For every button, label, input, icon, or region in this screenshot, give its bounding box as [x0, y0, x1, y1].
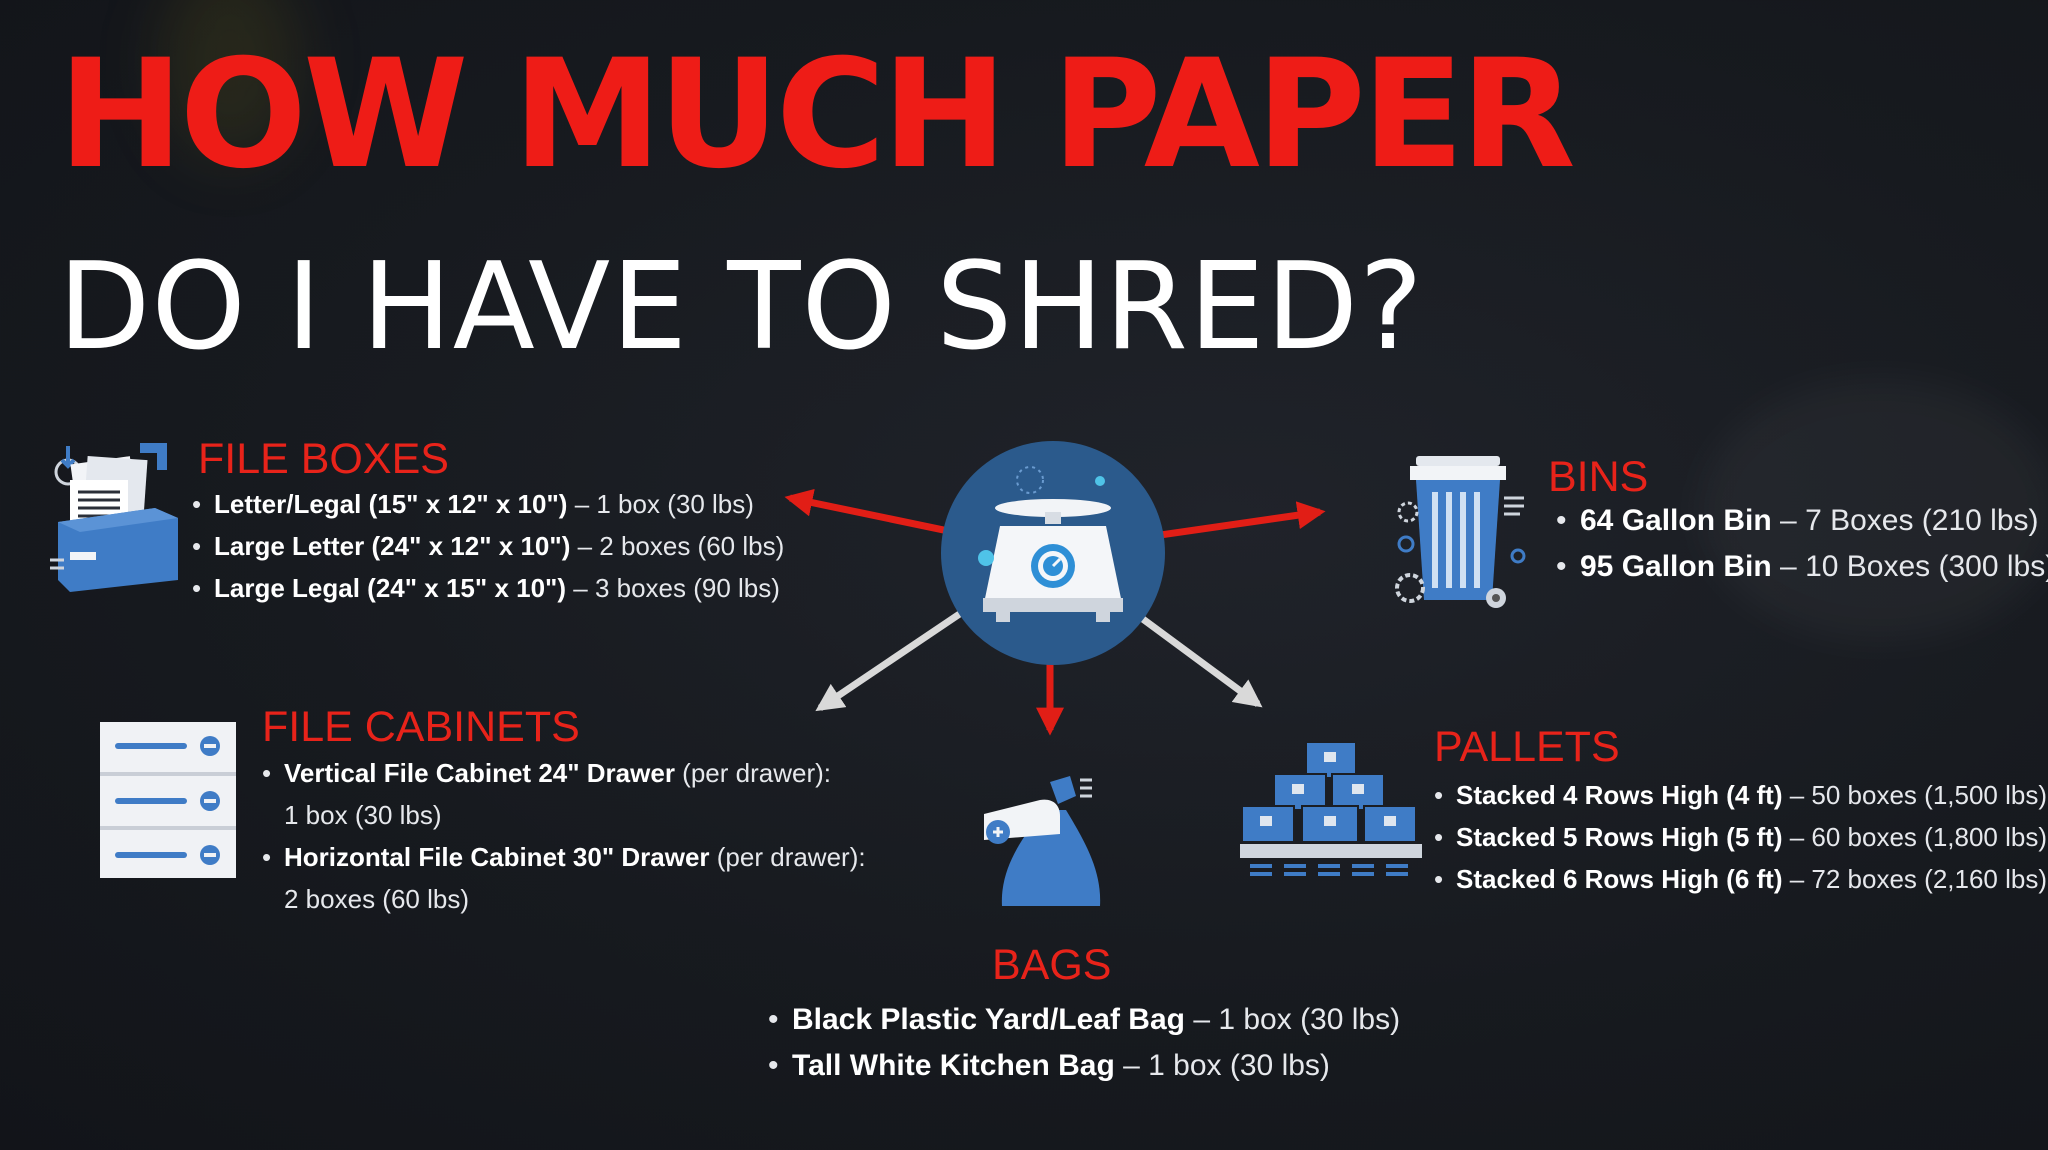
list-item: Large Legal (24" x 15" x 10") – 3 boxes … — [192, 567, 784, 609]
background-glow — [160, 0, 300, 160]
file-boxes-list: Letter/Legal (15" x 12" x 10") – 1 box (… — [192, 483, 784, 609]
list-item: Stacked 4 Rows High (4 ft) – 50 boxes (1… — [1434, 774, 2047, 816]
list-item: Large Letter (24" x 12" x 10") – 2 boxes… — [192, 525, 784, 567]
file-cabinet-icon — [100, 722, 236, 878]
bags-list: Black Plastic Yard/Leaf Bag – 1 box (30 … — [768, 997, 1400, 1089]
pallets-list: Stacked 4 Rows High (4 ft) – 50 boxes (1… — [1434, 774, 2047, 900]
list-item: Vertical File Cabinet 24" Drawer (per dr… — [262, 752, 866, 836]
trash-bag-icon — [984, 776, 1101, 906]
bins-list: 64 Gallon Bin – 7 Boxes (210 lbs) 95 Gal… — [1556, 498, 2048, 590]
list-item: Black Plastic Yard/Leaf Bag – 1 box (30 … — [768, 997, 1400, 1043]
section-title-file-cabinets: FILE CABINETS — [262, 703, 580, 751]
trash-bin-icon — [1395, 456, 1526, 608]
section-title-bags: BAGS — [992, 941, 1112, 989]
list-item: 95 Gallon Bin – 10 Boxes (300 lbs) — [1556, 544, 2048, 590]
list-item: 64 Gallon Bin – 7 Boxes (210 lbs) — [1556, 498, 2048, 544]
section-title-file-boxes: FILE BOXES — [198, 435, 449, 483]
list-item: Letter/Legal (15" x 12" x 10") – 1 box (… — [192, 483, 784, 525]
list-item: Stacked 6 Rows High (6 ft) – 72 boxes (2… — [1434, 858, 2047, 900]
list-item: Horizontal File Cabinet 30" Drawer (per … — [262, 836, 866, 920]
section-title-bins: BINS — [1548, 453, 1649, 501]
file-cabinets-list: Vertical File Cabinet 24" Drawer (per dr… — [262, 752, 866, 920]
list-item: Stacked 5 Rows High (5 ft) – 60 boxes (1… — [1434, 816, 2047, 858]
list-item: Tall White Kitchen Bag – 1 box (30 lbs) — [768, 1043, 1400, 1089]
pallet-boxes-icon — [1240, 741, 1422, 876]
scale-icon — [941, 441, 1165, 665]
page-title: HOW MUCH PAPER — [58, 28, 1576, 202]
file-box-icon — [50, 443, 178, 592]
section-title-pallets: PALLETS — [1434, 723, 1620, 771]
page-subtitle: DO I HAVE TO SHRED? — [58, 238, 1424, 377]
